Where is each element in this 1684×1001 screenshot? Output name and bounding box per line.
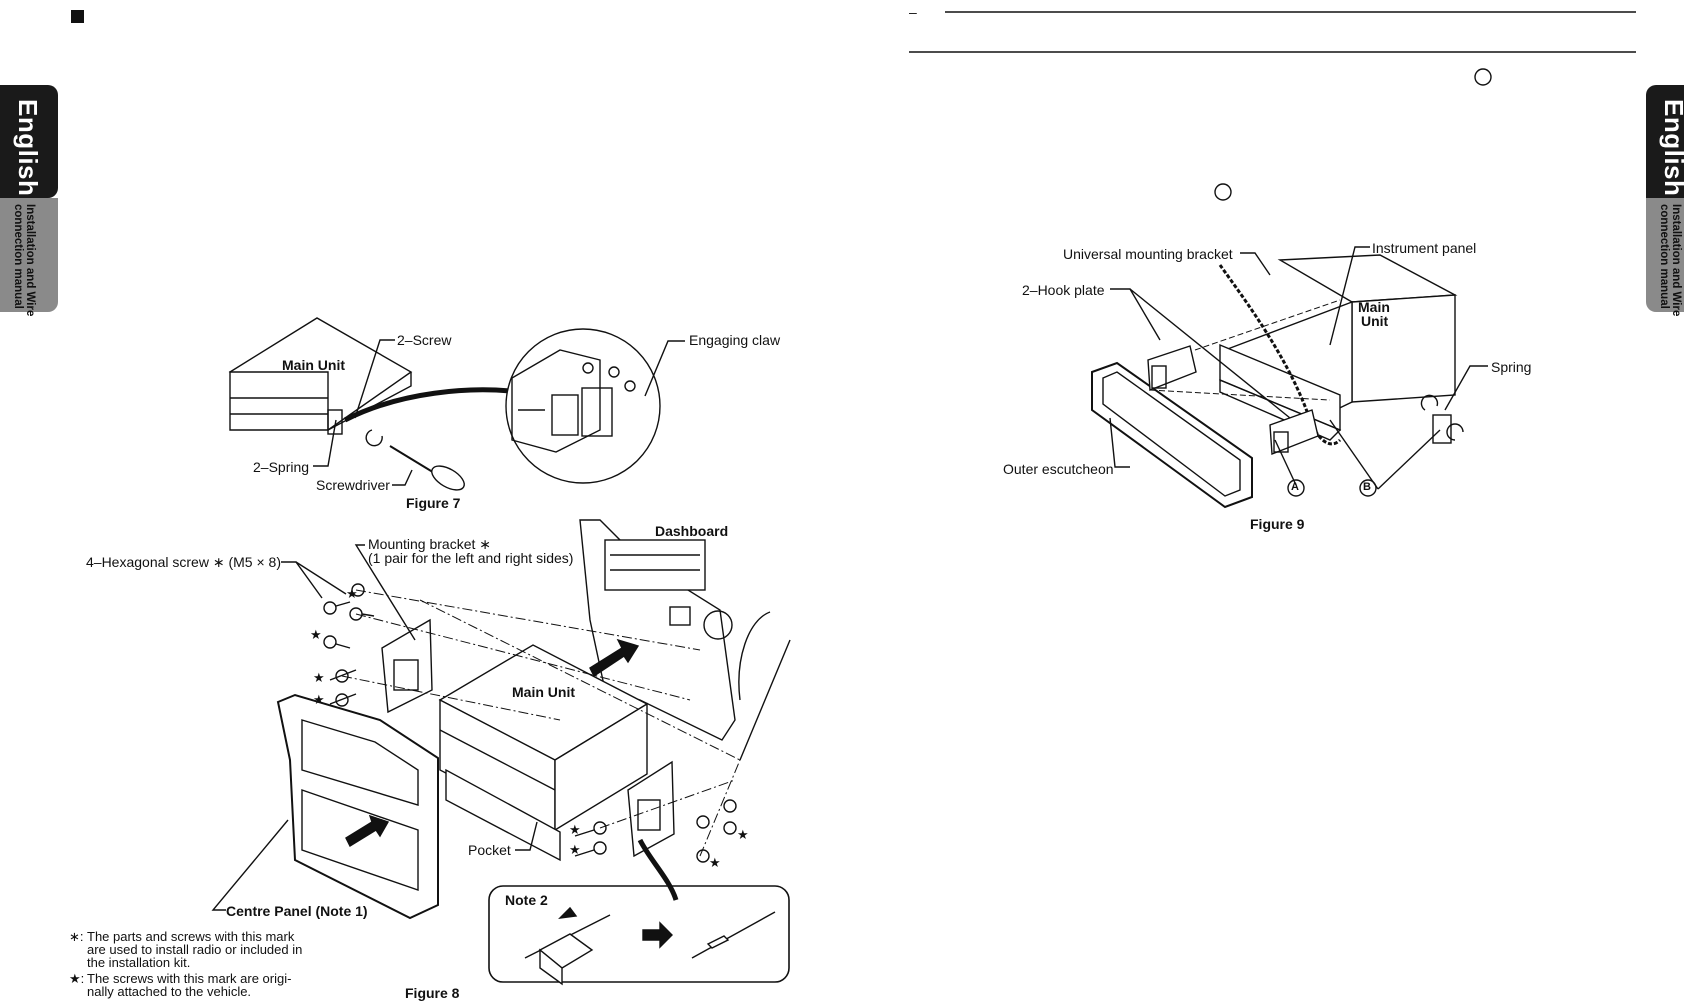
section-label-line2: connection manual	[12, 204, 24, 309]
footnote-asterisk-line3: the installation kit.	[87, 955, 191, 970]
section-bullet-square	[71, 10, 84, 23]
footnote-asterisk-mark: ∗:	[69, 929, 84, 944]
fig9-main-unit-label-line1: Main	[1358, 299, 1390, 315]
fig8-star-mark: ★	[346, 586, 358, 601]
fig9-hook-plate-label: 2–Hook plate	[1022, 282, 1105, 298]
fig8-main-unit-label: Main Unit	[512, 684, 575, 700]
fig8-pocket-label: Pocket	[468, 842, 511, 858]
fig7-screw-label: 2–Screw	[397, 332, 452, 348]
fig9-main-unit-label-line2: Unit	[1361, 313, 1389, 329]
fig8-star-mark: ★	[310, 627, 322, 642]
figure7-drawing	[228, 317, 685, 491]
fig8-star-mark: ★	[569, 842, 581, 857]
section-tab-right: Installation and Wire connection manual	[1646, 198, 1684, 316]
fig8-star-mark: ★	[709, 855, 721, 870]
figure9-caption: Figure 9	[1250, 516, 1305, 532]
fig8-centre-panel-label: Centre Panel (Note 1)	[226, 903, 368, 919]
language-tab-right: English	[1646, 85, 1684, 198]
section-label-line1: Installation and Wire	[24, 204, 36, 317]
fig9-marker-b: B	[1363, 481, 1371, 493]
fig7-screwdriver-label: Screwdriver	[316, 477, 390, 493]
footnote-asterisk-line2: are used to install radio or included in	[87, 942, 303, 957]
fig8-star-mark: ★	[313, 670, 325, 685]
fig8-hex-screw-label: 4–Hexagonal screw ∗ (M5 × 8)	[86, 554, 281, 570]
language-label: English	[1659, 99, 1684, 197]
fig9-outer-escutcheon-label: Outer escutcheon	[1003, 461, 1114, 477]
fig7-spring-label: 2–Spring	[253, 459, 310, 475]
fig8-star-mark: ★	[737, 827, 749, 842]
footnote-star-line1: The screws with this mark are origi-	[87, 971, 292, 986]
section-tab-left: Installation and Wire connection manual	[0, 198, 58, 316]
footnote-star-line2: nally attached to the vehicle.	[87, 984, 252, 999]
fig8-mounting-bracket-label-line2: (1 pair for the left and right sides)	[368, 550, 574, 566]
fig8-mounting-bracket-label-line1: Mounting bracket ∗	[368, 536, 492, 552]
fig8-star-mark: ★	[313, 692, 325, 707]
figure7-caption: Figure 7	[406, 495, 461, 511]
fig9-universal-bracket-label: Universal mounting bracket	[1063, 246, 1233, 262]
fig9-spring-label: Spring	[1491, 359, 1532, 375]
figure9-drawing	[1091, 246, 1488, 509]
fig9-marker-a: A	[1291, 481, 1299, 493]
fig8-dashboard-label: Dashboard	[655, 523, 729, 539]
header-dash: –	[909, 4, 917, 20]
language-label: English	[13, 99, 43, 197]
footnote-star-mark: ★:	[69, 971, 85, 986]
fig9-instrument-panel-label: Instrument panel	[1372, 240, 1477, 256]
language-tab-left: English	[0, 85, 58, 198]
fig7-engaging-claw-label: Engaging claw	[689, 332, 781, 348]
footnote-asterisk-line1: The parts and screws with this mark	[87, 929, 295, 944]
figure8-drawing	[211, 519, 791, 986]
fig8-note2-label: Note 2	[505, 892, 548, 908]
fig8-star-mark: ★	[569, 822, 581, 837]
figure8-caption: Figure 8	[405, 985, 460, 1001]
fig7-main-unit-label: Main Unit	[282, 357, 345, 373]
section-label-line1: Installation and Wire	[1670, 204, 1682, 317]
section-label-line2: connection manual	[1658, 204, 1670, 309]
